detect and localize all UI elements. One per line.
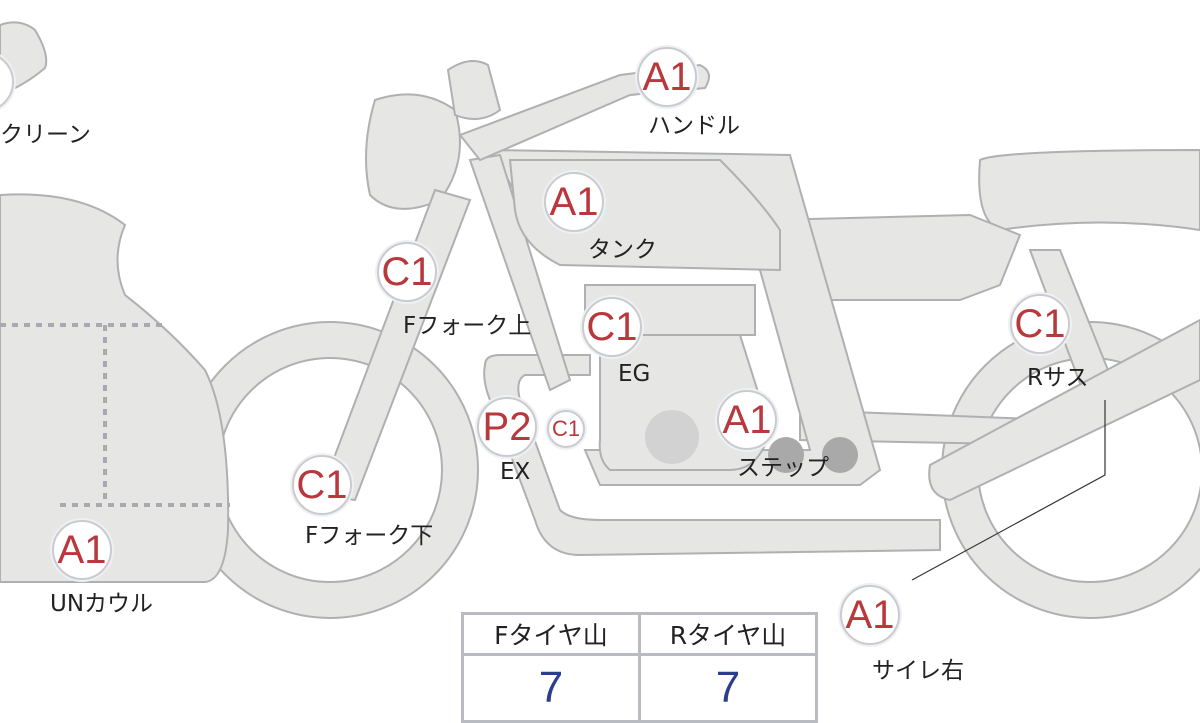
label-handle: ハンドル [648,113,740,139]
label-under-cowl: UNカウル [50,591,154,617]
label-ffork-upper: Fフォーク上 [403,313,532,339]
grade-badge-silencer-right: A1 [840,585,900,645]
grade-badge-engine: C1 [582,297,642,357]
grade-badge-exhaust: P2 [477,397,537,457]
tail [978,148,1200,232]
exhaust-pipe [483,354,941,557]
headlight [365,93,461,210]
grade-badge-under-cowl: A1 [52,520,112,580]
header-front-tire: Fタイヤ山 [461,612,641,656]
front-cowl [0,193,230,583]
label-ffork-lower: Fフォーク下 [305,523,434,549]
grade-badge-rear-sus: C1 [1010,294,1070,354]
meter [446,60,502,120]
header-rear-tire: Rタイヤ山 [638,612,818,656]
grade-badge-step: A1 [717,390,777,450]
label-rear-sus: Rサス [1027,365,1089,391]
label-engine: EG [618,361,651,387]
label-tank: タンク [588,237,657,263]
value-rear-tire: 7 [638,653,818,723]
label-exhaust: EX [500,459,531,485]
value-front-tire: 7 [461,653,641,723]
grade-badge-handle: A1 [637,47,697,107]
grade-badge-tank: A1 [544,172,604,232]
silencer [928,318,1200,502]
grade-badge-ffork-lower: C1 [292,455,352,515]
tire-tread-table: Fタイヤ山 Rタイヤ山 7 7 [461,612,818,723]
grade-badge-ffork-upper: C1 [377,242,437,302]
label-silencer-right: サイレ右 [872,658,964,684]
grade-badge-exhaust-secondary: C1 [547,410,585,448]
label-step: ステップ [737,455,829,481]
label-screen: クリーン [0,122,91,148]
